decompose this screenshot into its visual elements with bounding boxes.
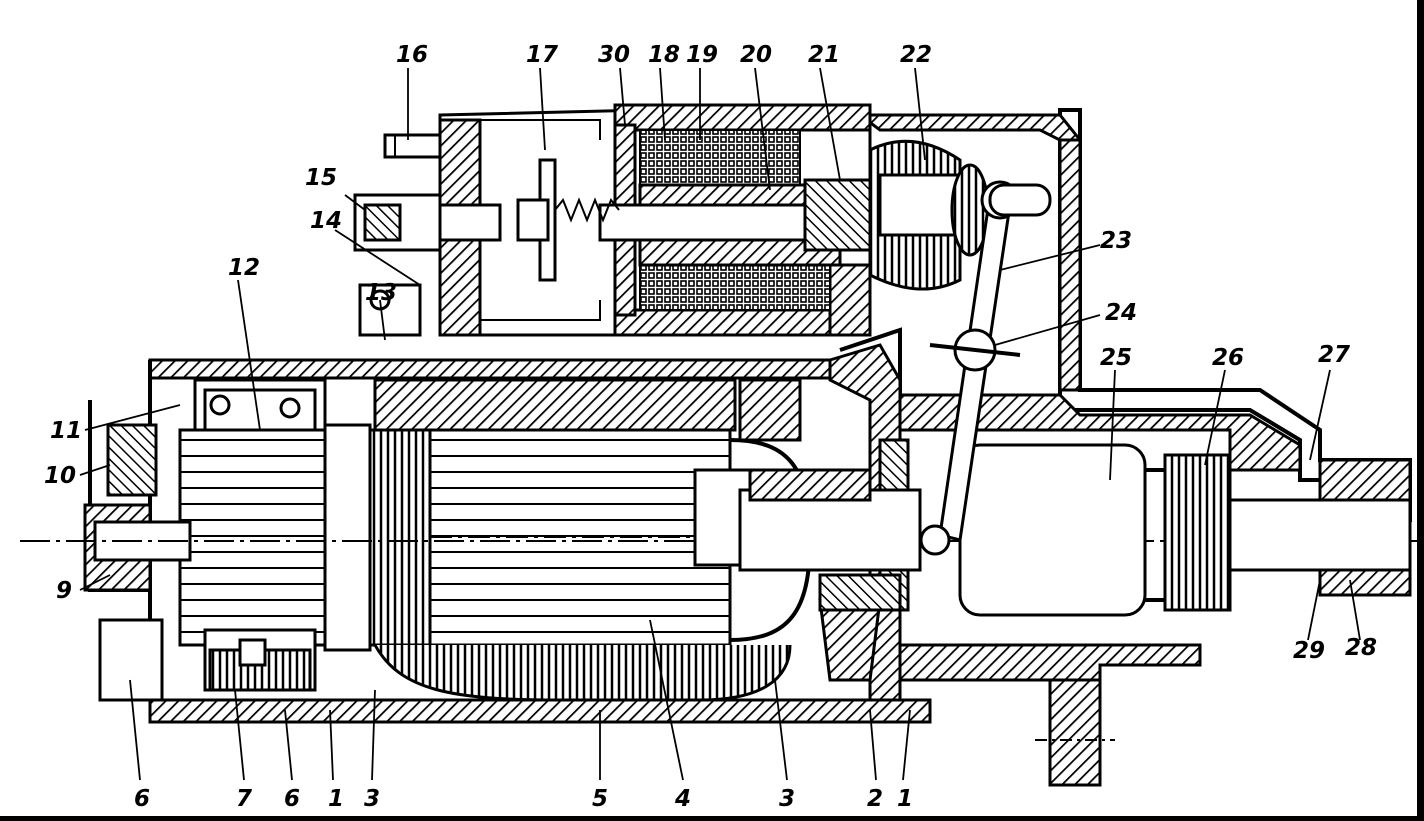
rubber-boot <box>868 139 990 291</box>
stator-housing <box>88 358 932 724</box>
label-3-right: 3 <box>779 786 795 812</box>
label-30: 30 <box>598 42 630 68</box>
label-29: 29 <box>1293 638 1325 664</box>
label-7: 7 <box>236 786 252 812</box>
label-22: 22 <box>900 42 932 68</box>
label-24: 24 <box>1105 300 1137 326</box>
label-16: 16 <box>396 42 428 68</box>
label-25: 25 <box>1100 345 1132 371</box>
armature-shaft <box>20 468 1420 612</box>
label-27: 27 <box>1318 342 1350 368</box>
label-17: 17 <box>526 42 558 68</box>
drive-end-housing <box>839 108 1412 787</box>
label-1-left: 1 <box>328 786 344 812</box>
brush-holder-bottom <box>208 638 312 692</box>
leader-lines <box>79 67 1361 781</box>
label-11: 11 <box>50 418 82 444</box>
label-26: 26 <box>1212 345 1244 371</box>
label-20: 20 <box>740 42 772 68</box>
label-18: 18 <box>648 42 680 68</box>
brush-holder-top <box>203 388 317 432</box>
terminal-13 <box>358 283 422 337</box>
label-12: 12 <box>228 255 260 281</box>
label-2: 2 <box>867 786 883 812</box>
label-1-right: 1 <box>897 786 913 812</box>
label-5: 5 <box>592 786 608 812</box>
label-21: 21 <box>808 42 840 68</box>
label-10: 10 <box>44 463 76 489</box>
part-labels: 16 17 30 18 19 20 21 22 15 14 12 13 23 2… <box>44 42 1377 812</box>
solenoid <box>438 103 882 337</box>
terminal-15 <box>353 193 502 252</box>
label-23: 23 <box>1100 228 1132 254</box>
contact-plunger <box>516 158 620 282</box>
label-28: 28 <box>1345 635 1377 661</box>
label-4: 4 <box>674 786 691 812</box>
shift-lever <box>919 180 1052 556</box>
terminal-16 <box>383 133 442 159</box>
label-3-left: 3 <box>364 786 380 812</box>
label-14: 14 <box>310 208 342 234</box>
label-9: 9 <box>56 578 72 604</box>
commutator-end-cover <box>83 423 164 702</box>
label-6: 6 <box>284 786 300 812</box>
armature <box>323 378 813 702</box>
label-19: 19 <box>686 42 718 68</box>
overrunning-clutch <box>958 443 1412 617</box>
label-13: 13 <box>365 280 397 306</box>
label-6-left: 6 <box>134 786 150 812</box>
label-15: 15 <box>305 165 337 191</box>
